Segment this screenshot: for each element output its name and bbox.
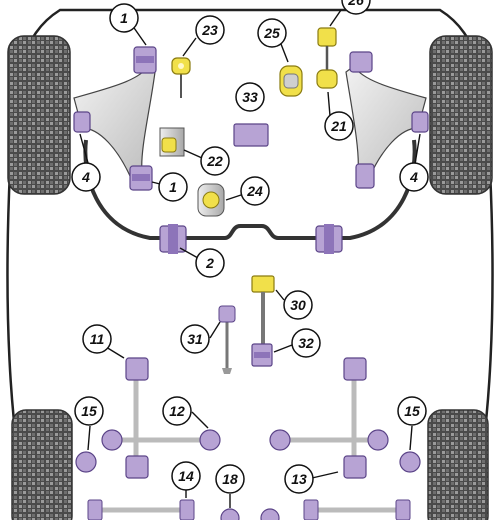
part-2-left-arb-bush: [159, 224, 187, 254]
callout-2: 2: [195, 248, 225, 278]
part-15-right-bush: [399, 451, 421, 473]
callout-4-right: 4: [399, 162, 429, 192]
callout-25-label: 25: [263, 25, 280, 41]
right-upper-bush: [349, 51, 373, 73]
callout-24-label: 24: [246, 183, 263, 199]
callout-18-label: 18: [222, 471, 238, 487]
part-26-drop-link-bush: [317, 27, 337, 70]
part-23-bump-stop: [171, 57, 191, 98]
part-1-upper-bush: [133, 46, 157, 74]
rear-left-lower-link: [87, 499, 195, 520]
part-31-link-bush: [218, 305, 236, 374]
part-25-mount-bush: [279, 65, 303, 97]
rear-right-lateral-link: [269, 429, 389, 451]
part-4-left-bush: [73, 111, 91, 133]
callout-31-label: 31: [187, 331, 203, 347]
callout-1-lower-label: 1: [169, 179, 177, 195]
callout-11: 11: [82, 324, 112, 354]
callout-4-right-label: 4: [409, 169, 418, 185]
rear-right-trailing-link: [343, 357, 367, 479]
callout-26: 26: [341, 0, 371, 15]
callout-32-label: 32: [298, 335, 314, 351]
callout-32: 32: [291, 328, 321, 358]
callout-12-label: 12: [169, 403, 185, 419]
callout-1-upper-label: 1: [120, 10, 128, 26]
rear-left-trailing-link: [125, 357, 149, 479]
callout-24: 24: [240, 176, 270, 206]
callout-21-label: 21: [330, 118, 347, 134]
callout-4-left: 4: [71, 162, 101, 192]
rear-left-lateral-link: [101, 429, 221, 451]
leader-arrows: [79, 9, 421, 508]
callout-2-label: 2: [205, 255, 214, 271]
part-4-right-bush: [411, 111, 429, 133]
callout-14-label: 14: [178, 468, 194, 484]
callout-15-right: 15: [397, 396, 427, 426]
part-24-bush: [197, 183, 225, 217]
part-33-bush-insert: [233, 123, 269, 147]
callout-4-left-label: 4: [81, 169, 90, 185]
callout-33-label: 33: [242, 89, 258, 105]
callout-22-label: 22: [206, 153, 223, 169]
callout-1-lower: 1: [158, 172, 188, 202]
callout-12: 12: [162, 396, 192, 426]
callout-13: 13: [284, 464, 314, 494]
callout-22: 22: [200, 146, 230, 176]
callout-layer: 1 23 26 25 33 21 4 4 22 1 24 2 30 11 31 …: [71, 0, 429, 494]
callout-13-label: 13: [291, 471, 307, 487]
front-anti-roll-bar: [83, 139, 417, 240]
callout-15-right-label: 15: [404, 403, 420, 419]
callout-14: 14: [171, 461, 201, 491]
part-21-drop-link-bush: [316, 69, 338, 89]
front-right-tyre: [429, 35, 493, 195]
front-right-wishbone: [345, 65, 427, 177]
part-15-left-bush: [75, 451, 97, 473]
rear-right-lower-link: [303, 499, 411, 520]
callout-1-upper: 1: [109, 3, 139, 33]
callout-15-left: 15: [74, 396, 104, 426]
callout-23: 23: [195, 15, 225, 45]
part-2-right-arb-bush: [315, 224, 343, 254]
car-body-outline: [6, 8, 494, 520]
rear-left-tyre: [11, 409, 73, 520]
part-32-bush: [251, 343, 273, 367]
callout-23-label: 23: [201, 22, 218, 38]
callout-33: 33: [235, 82, 265, 112]
callout-31: 31: [180, 324, 210, 354]
front-left-wishbone: [73, 65, 156, 177]
right-lower-bush: [355, 163, 375, 189]
callout-11-label: 11: [90, 331, 105, 347]
callout-30: 30: [283, 290, 313, 320]
callout-21: 21: [324, 111, 354, 141]
rear-right-tyre: [427, 409, 489, 520]
part-18-bushes: [220, 508, 280, 520]
callout-15-left-label: 15: [81, 403, 97, 419]
callout-26-label: 26: [347, 0, 364, 8]
front-left-tyre: [7, 35, 71, 195]
callout-25: 25: [257, 18, 287, 48]
callout-18: 18: [215, 464, 245, 494]
callout-30-label: 30: [290, 297, 306, 313]
part-22-bracket-bush: [159, 127, 185, 157]
part-1-lower-bush: [129, 165, 153, 191]
